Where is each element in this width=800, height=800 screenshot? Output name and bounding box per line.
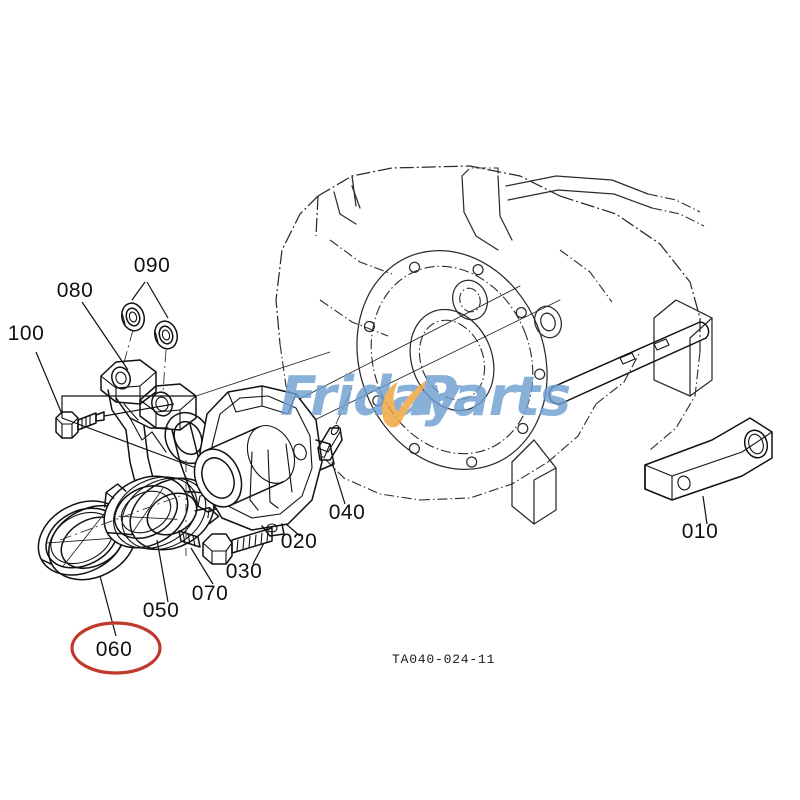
callout-label-060: 060 (96, 638, 133, 661)
callout-label-020: 020 (281, 530, 318, 553)
watermark: Friday Parts (280, 365, 571, 428)
callout-label-100: 100 (8, 322, 45, 345)
highlight-ellipse-060 (70, 621, 162, 675)
part-020-release-hub (193, 385, 335, 537)
callout-label-090: 090 (134, 254, 171, 277)
callout-label-050: 050 (143, 599, 180, 622)
callout-label-070: 070 (192, 582, 229, 605)
part-030-hex-bolt (202, 527, 273, 565)
drawing-code: TA040-024-11 (392, 652, 495, 667)
watermark-text-friday: Friday (280, 365, 463, 428)
transmission-housing-background (195, 165, 713, 525)
callout-label-080: 080 (57, 279, 94, 302)
callout-label-030: 030 (226, 560, 263, 583)
part-070-spring-pin (178, 530, 214, 585)
callout-label-040: 040 (329, 501, 366, 524)
callout-label-010: 010 (682, 520, 719, 543)
part-040-pin (317, 387, 353, 505)
watermark-text-parts: Parts (418, 365, 570, 428)
part-090-washers (120, 281, 179, 393)
part-100-grease-fitting (35, 351, 175, 439)
check-swoosh-icon (382, 374, 436, 428)
part-010-release-fork-lever (548, 321, 773, 525)
construction-line (195, 351, 331, 397)
